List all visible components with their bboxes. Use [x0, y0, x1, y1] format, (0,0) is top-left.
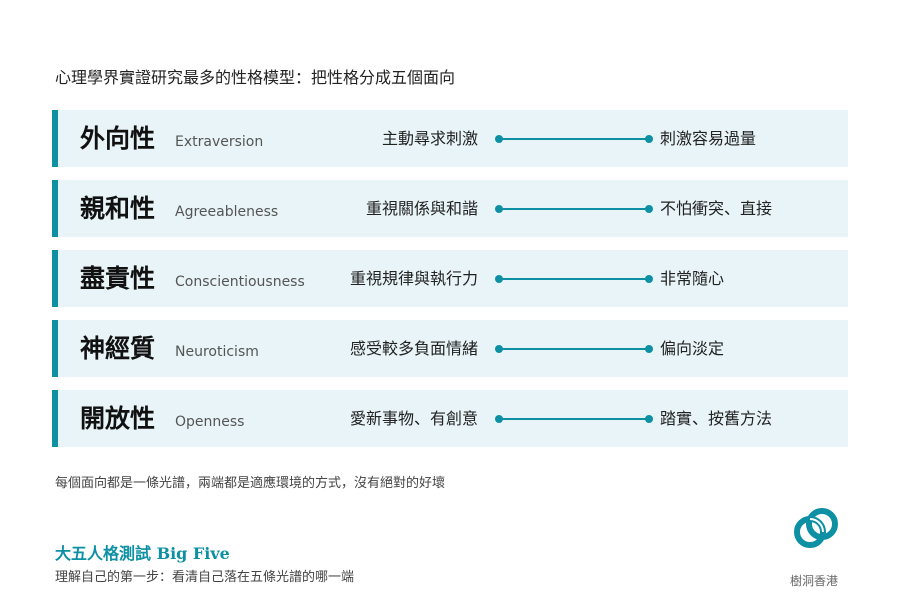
- trait-low-end: 重視規律與執行力: [349, 269, 478, 288]
- trait-row-neuroticism: 神經質 Neuroticism 感受較多負面情緒 偏向淡定: [52, 320, 848, 377]
- trait-low-end: 主動尋求刺激: [381, 129, 478, 148]
- spectrum-left-dot: [495, 205, 503, 213]
- trait-low-end: 愛新事物、有創意: [349, 409, 478, 428]
- spectrum-line: [495, 415, 653, 423]
- trait-row-openness: 開放性 Openness 愛新事物、有創意 踏實、按舊方法: [52, 390, 848, 447]
- trait-name: 開放性: [80, 404, 156, 433]
- trait-row-extraversion: 外向性 Extraversion 主動尋求刺激 刺激容易過量: [52, 110, 848, 167]
- trait-high-end: 偏向淡定: [660, 339, 725, 358]
- footnote: 每個面向都是一條光譜，兩端都是適應環境的方式，沒有絕對的好壞: [55, 476, 446, 491]
- spectrum-right-dot: [645, 345, 653, 353]
- trait-high-end: 踏實、按舊方法: [660, 409, 773, 428]
- spectrum-right-dot: [645, 135, 653, 143]
- trait-english-name: Extraversion: [175, 134, 264, 150]
- trait-low-end: 感受較多負面情緒: [349, 339, 478, 358]
- trait-name: 外向性: [80, 124, 156, 153]
- logo-text: 樹洞香港: [790, 574, 839, 588]
- trait-english-name: Openness: [175, 414, 245, 430]
- interlocking-rings-logo-icon: [794, 508, 838, 548]
- spectrum-right-dot: [645, 205, 653, 213]
- trait-row-conscientiousness: 盡責性 Conscientiousness 重視規律與執行力 非常隨心: [52, 250, 848, 307]
- trait-name: 親和性: [80, 194, 156, 223]
- spectrum-line: [495, 205, 653, 213]
- spectrum-line: [495, 275, 653, 283]
- spectrum-right-dot: [645, 415, 653, 423]
- trait-english-name: Agreeableness: [175, 204, 279, 220]
- trait-high-end: 不怕衝突、直接: [660, 199, 773, 218]
- brand-title: 大五人格測試 Big Five: [55, 544, 230, 563]
- trait-name: 神經質: [80, 334, 156, 363]
- spectrum-left-dot: [495, 415, 503, 423]
- brand-subtitle: 理解自己的第一步：看清自己落在五條光譜的哪一端: [55, 570, 355, 585]
- spectrum-line: [495, 345, 653, 353]
- spectrum-bar: [499, 278, 649, 280]
- spectrum-line: [495, 135, 653, 143]
- spectrum-bar: [499, 208, 649, 210]
- spectrum-bar: [499, 418, 649, 420]
- spectrum-left-dot: [495, 135, 503, 143]
- trait-high-end: 刺激容易過量: [660, 129, 757, 148]
- spectrum-left-dot: [495, 345, 503, 353]
- trait-high-end: 非常隨心: [660, 269, 725, 288]
- trait-name: 盡責性: [80, 264, 156, 293]
- trait-low-end: 重視關係與和諧: [365, 199, 478, 218]
- trait-row-agreeableness: 親和性 Agreeableness 重視關係與和諧 不怕衝突、直接: [52, 180, 848, 237]
- trait-english-name: Conscientiousness: [175, 274, 305, 290]
- headline: 心理學界實證研究最多的性格模型：把性格分成五個面向: [55, 68, 456, 87]
- trait-list: 外向性 Extraversion 主動尋求刺激 刺激容易過量 親和性 Agree…: [52, 110, 848, 460]
- spectrum-right-dot: [645, 275, 653, 283]
- trait-english-name: Neuroticism: [175, 344, 259, 360]
- spectrum-bar: [499, 138, 649, 140]
- spectrum-bar: [499, 348, 649, 350]
- spectrum-left-dot: [495, 275, 503, 283]
